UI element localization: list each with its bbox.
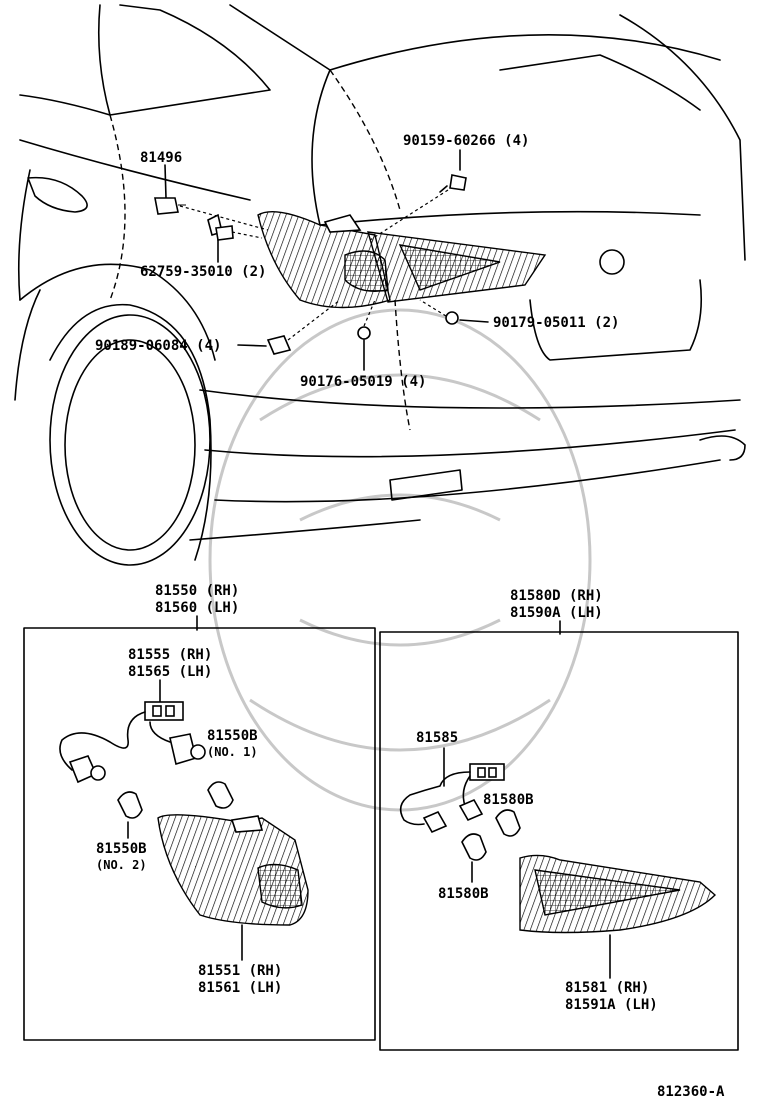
fastener-81496 — [154, 164, 269, 231]
bulb-right-b — [461, 833, 487, 861]
back-door-lamp-lens — [519, 854, 717, 934]
fastener-90189 — [237, 299, 341, 355]
callout-90179-05011: 90179-05011 (2) — [493, 315, 619, 331]
socket-and-wire-81555 — [59, 701, 206, 784]
callout-81585: 81585 — [416, 730, 458, 746]
callout-81550b-no2-note: (NO. 2) — [96, 858, 147, 872]
callout-90189-06084: 90189-06084 (4) — [95, 338, 221, 354]
callout-81560-lh: 81560 (LH) — [155, 600, 239, 616]
figure-code: 812360-A — [657, 1084, 725, 1100]
back-door-lamp-assembly-box — [379, 631, 739, 1051]
fastener-90159 — [369, 149, 467, 241]
bulb-no1 — [207, 781, 234, 809]
callout-81580b-a: 81580B — [483, 792, 534, 808]
callout-81550-rh: 81550 (RH) — [155, 583, 239, 599]
callout-81550b-no1-note: (NO. 1) — [207, 745, 258, 759]
socket-and-wire-81585 — [399, 763, 505, 834]
callout-81550b-no1: 81550B — [207, 728, 258, 744]
callout-81565-lh: 81565 (LH) — [128, 664, 212, 680]
callout-81561-lh: 81561 (LH) — [198, 980, 282, 996]
bulb-no2 — [117, 791, 143, 819]
callout-90176-05019: 90176-05019 (4) — [300, 374, 426, 390]
fastener-62759 — [207, 213, 263, 263]
callout-81550b-no2: 81550B — [96, 841, 147, 857]
fastener-90179 — [419, 299, 489, 325]
callout-62759-35010: 62759-35010 (2) — [140, 264, 266, 280]
callout-81551-rh: 81551 (RH) — [198, 963, 282, 979]
callout-81580d-rh: 81580D (RH) — [510, 588, 603, 604]
callout-81590a-lh: 81590A (LH) — [510, 605, 603, 621]
callout-81580b-b: 81580B — [438, 886, 489, 902]
callout-81581-rh: 81581 (RH) — [565, 980, 649, 996]
tail-lamp-on-vehicle — [257, 210, 547, 309]
tail-lamp-assembly-box — [23, 627, 376, 1041]
callout-81555-rh: 81555 (RH) — [128, 647, 212, 663]
callout-81591a-lh: 81591A (LH) — [565, 997, 658, 1013]
fastener-90176 — [357, 299, 376, 371]
tail-lamp-lens-left — [157, 814, 309, 926]
callout-90159-60266: 90159-60266 (4) — [403, 133, 529, 149]
bulb-right-a — [495, 809, 521, 837]
vehicle-body-outline — [14, 4, 746, 566]
callout-81496: 81496 — [140, 150, 182, 166]
